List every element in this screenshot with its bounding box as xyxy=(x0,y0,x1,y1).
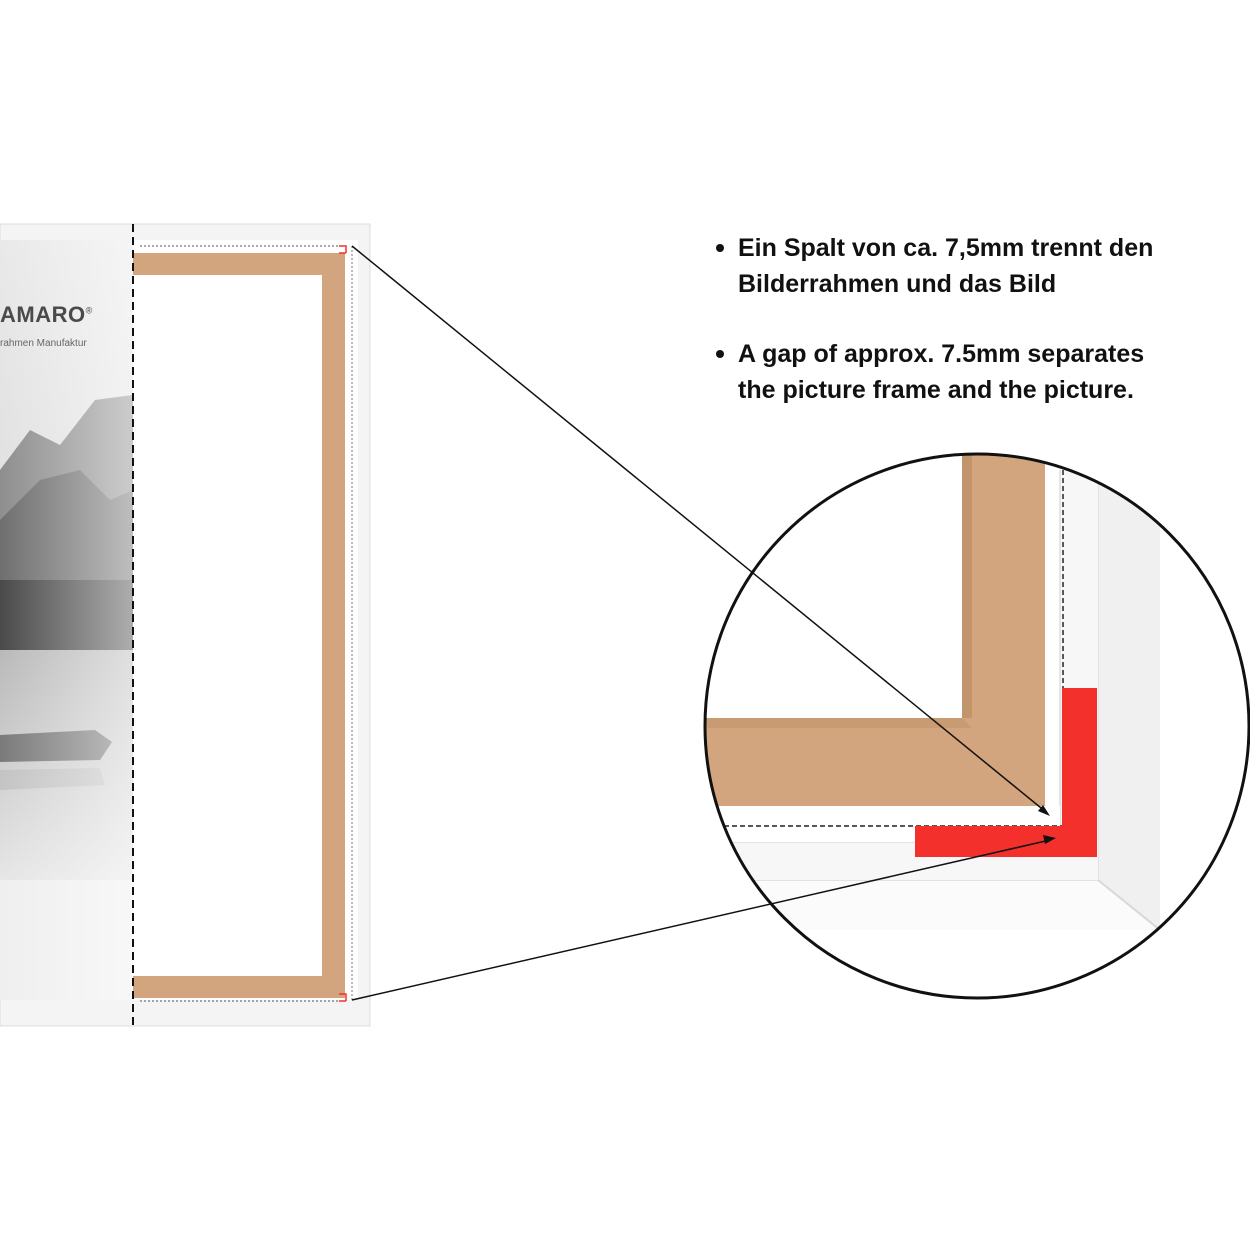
brand-logo: AMARO® xyxy=(0,302,93,328)
magnifier-detail xyxy=(703,452,1250,1000)
note-english-line2: the picture frame and the picture. xyxy=(738,376,1134,404)
note-english: A gap of approx. 7.5mm separates the pic… xyxy=(714,336,1234,408)
notes-list: Ein Spalt von ca. 7,5mm trennt den Bilde… xyxy=(714,230,1234,442)
landscape-photo xyxy=(0,240,133,1000)
note-english-line1: A gap of approx. 7.5mm separates xyxy=(738,340,1145,368)
leader-line-top xyxy=(351,245,1047,813)
note-german: Ein Spalt von ca. 7,5mm trennt den Bilde… xyxy=(714,230,1234,302)
mdf-backboard xyxy=(133,253,345,998)
bullet-icon xyxy=(716,244,724,252)
bullet-icon xyxy=(716,350,724,358)
note-german-line2: Bilderrahmen und das Bild xyxy=(738,270,1057,298)
note-german-line1: Ein Spalt von ca. 7,5mm trennt den xyxy=(738,234,1154,262)
framed-picture xyxy=(0,223,371,1027)
leader-line-bottom xyxy=(351,839,1051,1001)
gap-highlight xyxy=(915,688,1097,857)
registered-mark: ® xyxy=(85,305,93,316)
brand-tagline: rahmen Manufaktur xyxy=(0,338,87,349)
brand-logo-text: AMARO xyxy=(0,302,86,327)
